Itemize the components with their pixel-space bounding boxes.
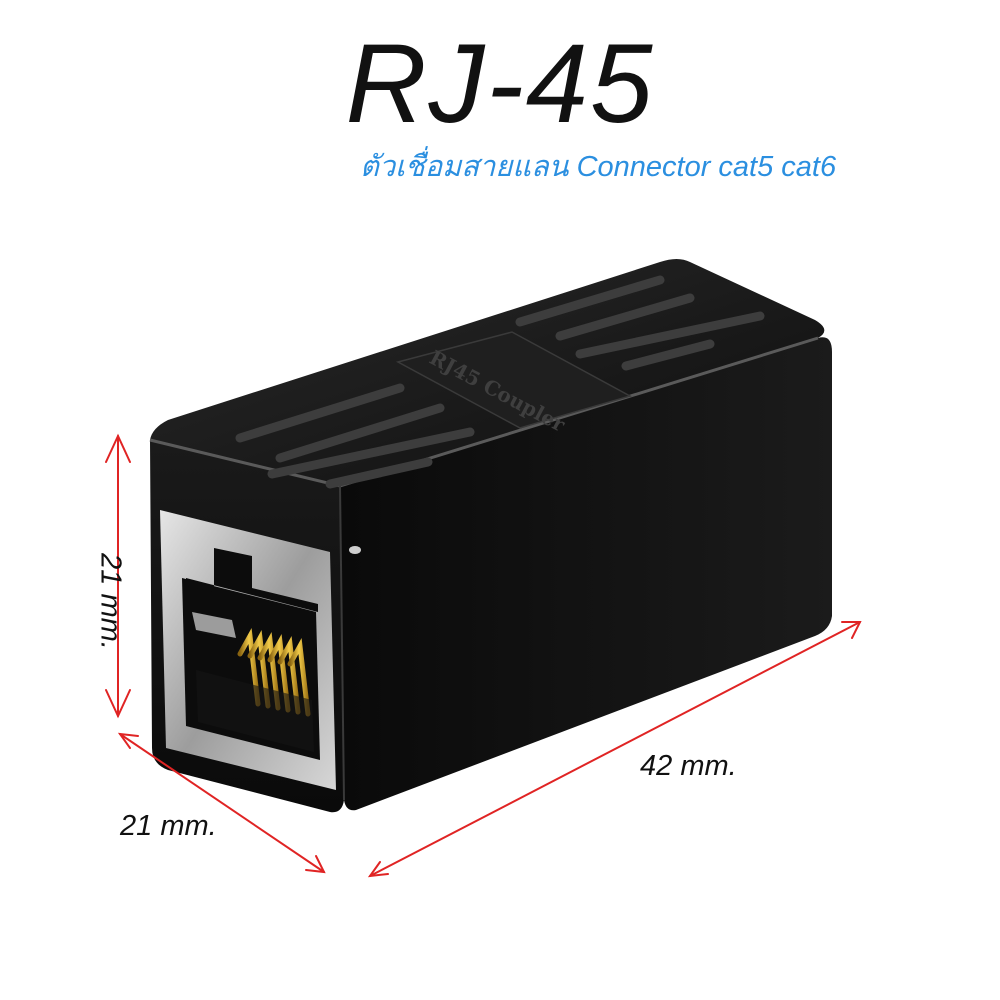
embossed-label-panel [395,331,632,429]
jack-latch [186,548,318,612]
product-subtitle: ตัวเชื่อมสายแลน Connector cat5 cat6 [360,151,837,183]
page-title: RJ-45 [345,21,655,146]
jack-gold-pins [237,628,311,717]
width-dimension-label: 21 mm. [120,810,217,842]
dimension-arrows [105,433,862,878]
coupler-side-face [340,337,832,811]
height-dimension-label: 21 mm. [94,553,127,650]
length-dimension-label: 42 mm. [640,750,737,782]
grip-ridges [235,275,765,489]
